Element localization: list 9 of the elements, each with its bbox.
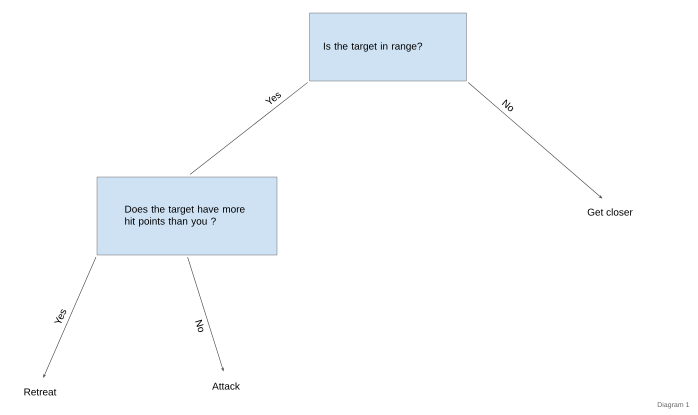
- edge-label: No: [502, 99, 514, 112]
- edge-label: No: [195, 320, 204, 332]
- decision-box: Is the target in range?: [309, 12, 467, 82]
- edge-label: Yes: [54, 309, 66, 323]
- outcome-text: Attack: [212, 382, 240, 390]
- outcome-text: Retreat: [24, 388, 56, 396]
- edge-label: Yes: [264, 92, 282, 104]
- outcome-text: Get closer: [588, 208, 633, 216]
- decision-box: Does the target have more hit points than you ?: [96, 176, 278, 256]
